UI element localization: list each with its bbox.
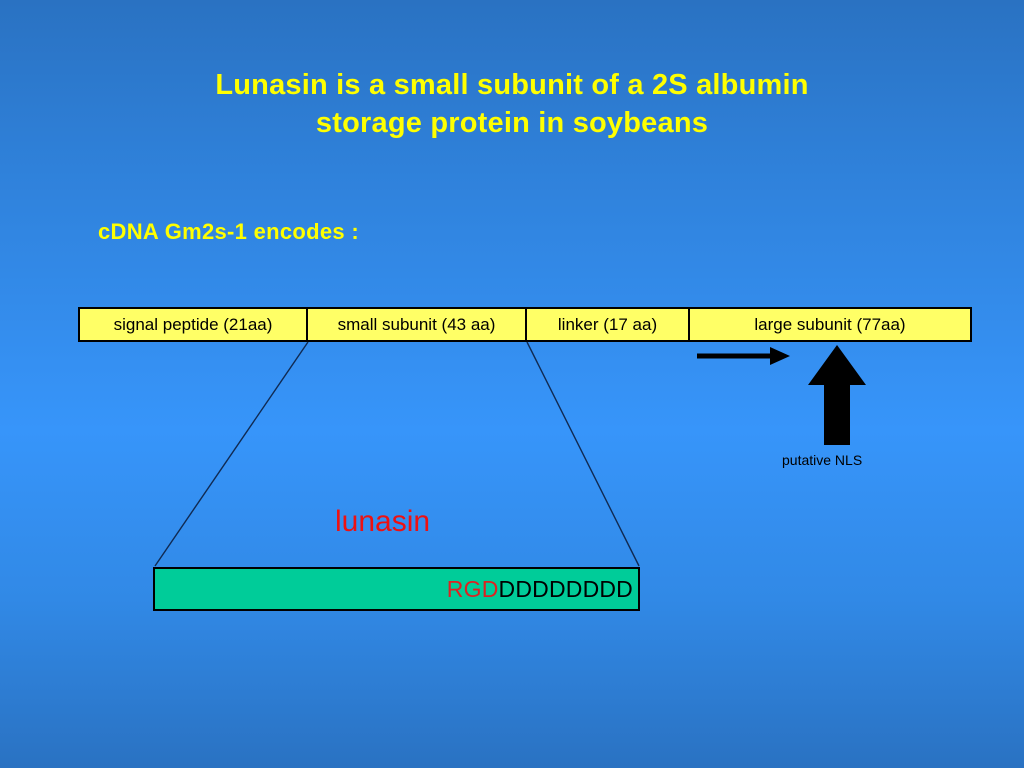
domain-segment-signal-peptide: signal peptide (21aa) — [80, 309, 308, 340]
page-title: Lunasin is a small subunit of a 2S album… — [0, 66, 1024, 142]
lunasin-peptide-box: RGDDDDDDDDD — [153, 567, 640, 611]
lunasin-label: lunasin — [335, 505, 431, 538]
title-line-2: storage protein in soybeans — [315, 107, 709, 139]
nls-block-arrow — [808, 345, 866, 445]
leader-line-right — [526, 341, 640, 567]
domain-segment-small-subunit: small subunit (43 aa) — [308, 309, 527, 340]
domain-segment-linker: linker (17 aa) — [527, 309, 690, 340]
lunasin-sequence: RGDDDDDDDDD — [447, 576, 633, 603]
leader-line-left — [154, 341, 309, 567]
subtitle-cdna: cDNA Gm2s-1 encodes : — [98, 219, 360, 244]
poly-aspartate-tail: DDDDDDDD — [498, 575, 633, 602]
domain-segment-large-subunit: large subunit (77aa) — [690, 309, 970, 340]
horizontal-arrow — [697, 347, 790, 365]
title-line-1: Lunasin is a small subunit of a 2S album… — [215, 69, 809, 101]
rgd-motif: RGD — [446, 575, 499, 602]
putative-nls-label: putative NLS — [782, 452, 863, 468]
protein-domain-bar: signal peptide (21aa) small subunit (43 … — [78, 307, 972, 342]
